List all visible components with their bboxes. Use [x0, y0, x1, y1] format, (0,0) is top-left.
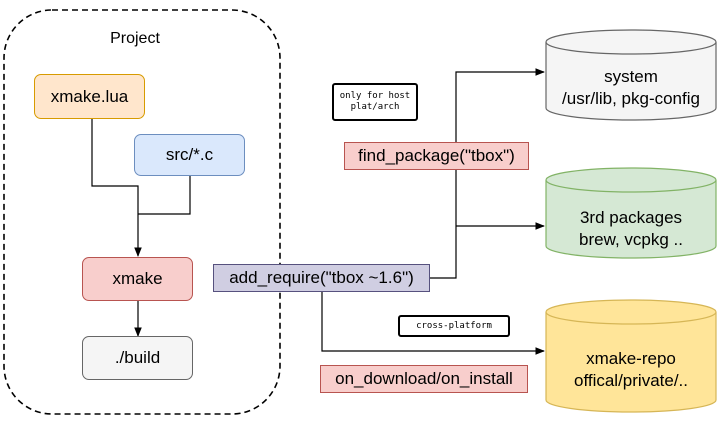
edge-src-to-xmake — [138, 176, 191, 215]
node-src[interactable]: src/*.c — [134, 134, 245, 176]
xmake-repo-label: xmake-repo — [586, 349, 676, 368]
third-party-text: 3rd packages brew, vcpkg .. — [546, 207, 716, 251]
xmake-repo-text: xmake-repo offical/private/.. — [546, 348, 716, 392]
system-text: system /usr/lib, pkg-config — [546, 66, 716, 110]
project-container — [3, 9, 281, 415]
note-host-only: only for host plat/arch — [332, 83, 418, 121]
cylinder-system — [545, 29, 717, 121]
label-find-package: find_package("tbox") — [344, 142, 529, 170]
xmake-repo-kinds: offical/private/.. — [573, 371, 689, 390]
third-party-label: 3rd packages — [579, 208, 683, 227]
node-build[interactable]: ./build — [82, 336, 193, 380]
system-label: system — [604, 67, 658, 86]
label-on-download: on_download/on_install — [320, 365, 528, 393]
node-xmake[interactable]: xmake — [82, 257, 193, 301]
node-xmake-lua[interactable]: xmake.lua — [34, 74, 145, 119]
system-paths: /usr/lib, pkg-config — [562, 89, 700, 108]
cylinder-3rd-packages — [545, 167, 717, 259]
cylinder-xmake-repo — [545, 299, 717, 413]
label-add-require: add_require("tbox ~1.6") — [213, 264, 430, 292]
edge-add-require-to-system — [430, 68, 545, 279]
third-party-managers: brew, vcpkg .. — [579, 230, 683, 249]
note-cross-platform: cross-platform — [398, 315, 510, 337]
project-title: Project — [110, 30, 160, 47]
edge-to-xmake-repo — [321, 291, 545, 355]
edge-xmake-lua-to-xmake — [91, 119, 142, 257]
